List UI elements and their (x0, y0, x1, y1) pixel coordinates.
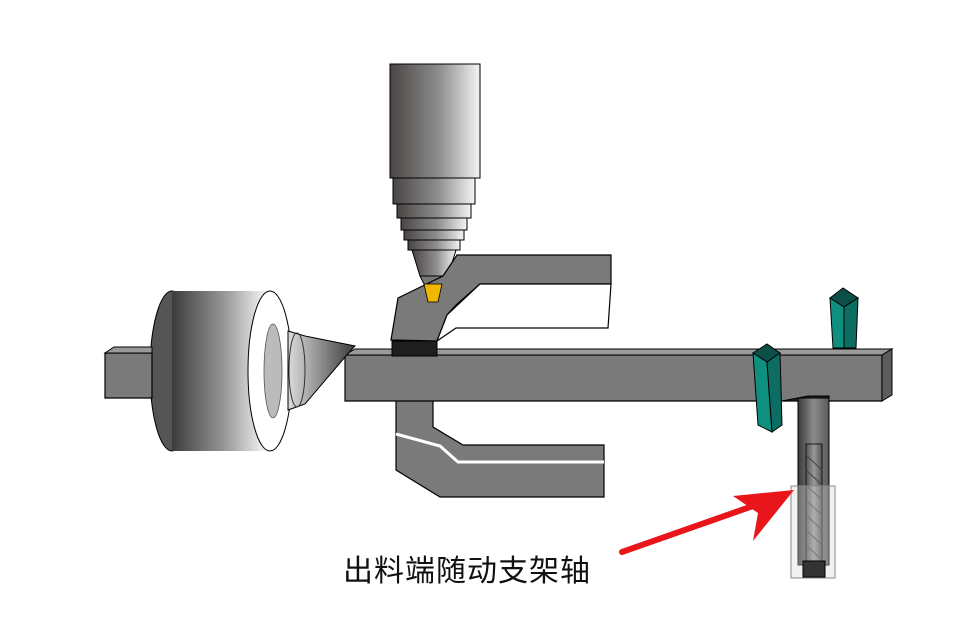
red-arrow-icon (619, 490, 794, 555)
tool-spindle (389, 63, 481, 285)
callout-label: 出料端随动支架轴 (343, 554, 591, 589)
chuck (149, 290, 293, 452)
support-post (781, 395, 836, 579)
upper-fork (390, 254, 612, 343)
support-rollers (752, 287, 859, 433)
live-centre (287, 330, 356, 411)
